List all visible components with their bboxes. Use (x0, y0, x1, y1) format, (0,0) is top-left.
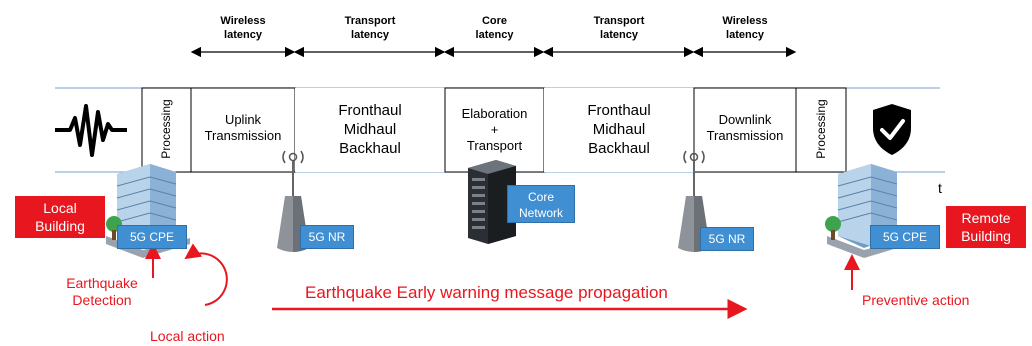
transport-left-label: Fronthaul Midhaul Backhaul (295, 101, 445, 158)
red-arrows (145, 243, 860, 319)
segment-line: Downlink (718, 112, 772, 127)
header-line: latency (600, 29, 638, 41)
label-line: Building (35, 218, 85, 234)
segment-line: Midhaul (592, 121, 646, 138)
segment-line: Transport (466, 138, 523, 153)
time-axis-label: t (938, 180, 942, 196)
header-line: Core (481, 15, 508, 27)
label-line: Earthquake (66, 275, 138, 291)
core-network-label: Core Network (507, 185, 575, 223)
header-line: Wireless (722, 15, 768, 27)
local-building-label: Local Building (15, 196, 105, 238)
earthquake-detection-label: Earthquake Detection (52, 275, 152, 309)
header-core-latency: Core latency (445, 14, 544, 42)
segment-line: Backhaul (588, 140, 650, 157)
uplink-transmission-label: Uplink Transmission (191, 112, 295, 144)
segment-line: Transmission (204, 128, 282, 143)
header-transport-latency-left: Transport latency (295, 14, 445, 42)
label-line: Local (43, 200, 77, 216)
cpe-left-label: 5G CPE (117, 225, 187, 249)
segment-line: Elaboration (461, 106, 528, 121)
header-line: Transport (344, 15, 396, 27)
segment-line: Fronthaul (338, 102, 402, 119)
header-line: latency (224, 29, 262, 41)
server-rack-icon (468, 160, 516, 244)
nr-left-label: 5G NR (300, 225, 354, 249)
preventive-action-label: Preventive action (862, 292, 970, 308)
header-transport-latency-right: Transport latency (544, 14, 694, 42)
header-line: Wireless (220, 15, 266, 27)
header-line: Transport (593, 15, 645, 27)
transport-right-label: Fronthaul Midhaul Backhaul (544, 101, 694, 158)
propagation-label: Earthquake Early warning message propaga… (305, 283, 668, 302)
header-wireless-latency-right: Wireless latency (694, 14, 796, 42)
local-action-label: Local action (150, 328, 225, 344)
label-line: Remote (961, 210, 1011, 226)
segment-line: Backhaul (339, 140, 401, 157)
seismic-wave-icon (55, 104, 127, 157)
header-line: latency (726, 29, 764, 41)
nr-right-label: 5G NR (700, 227, 754, 251)
processing-right-label: Processing (814, 99, 828, 159)
header-line: latency (351, 29, 389, 41)
segment-line: Fronthaul (587, 102, 651, 119)
remote-building-label: Remote Building (946, 206, 1026, 248)
label-line: Detection (72, 292, 132, 308)
cpe-right-label: 5G CPE (870, 225, 940, 249)
elaboration-transport-label: Elaboration + Transport (445, 106, 544, 154)
segment-line: Midhaul (343, 121, 397, 138)
header-line: latency (475, 29, 514, 41)
label-line: Building (961, 228, 1011, 244)
segment-line: Transmission (706, 128, 784, 143)
segment-line: Uplink (224, 112, 262, 127)
shield-check-icon (873, 104, 911, 155)
processing-left-label: Processing (159, 99, 173, 159)
label-line: Core (527, 190, 554, 204)
label-line: Network (518, 206, 563, 220)
header-wireless-latency-left: Wireless latency (192, 14, 294, 42)
segment-line: + (490, 122, 499, 137)
downlink-transmission-label: Downlink Transmission (694, 112, 796, 144)
